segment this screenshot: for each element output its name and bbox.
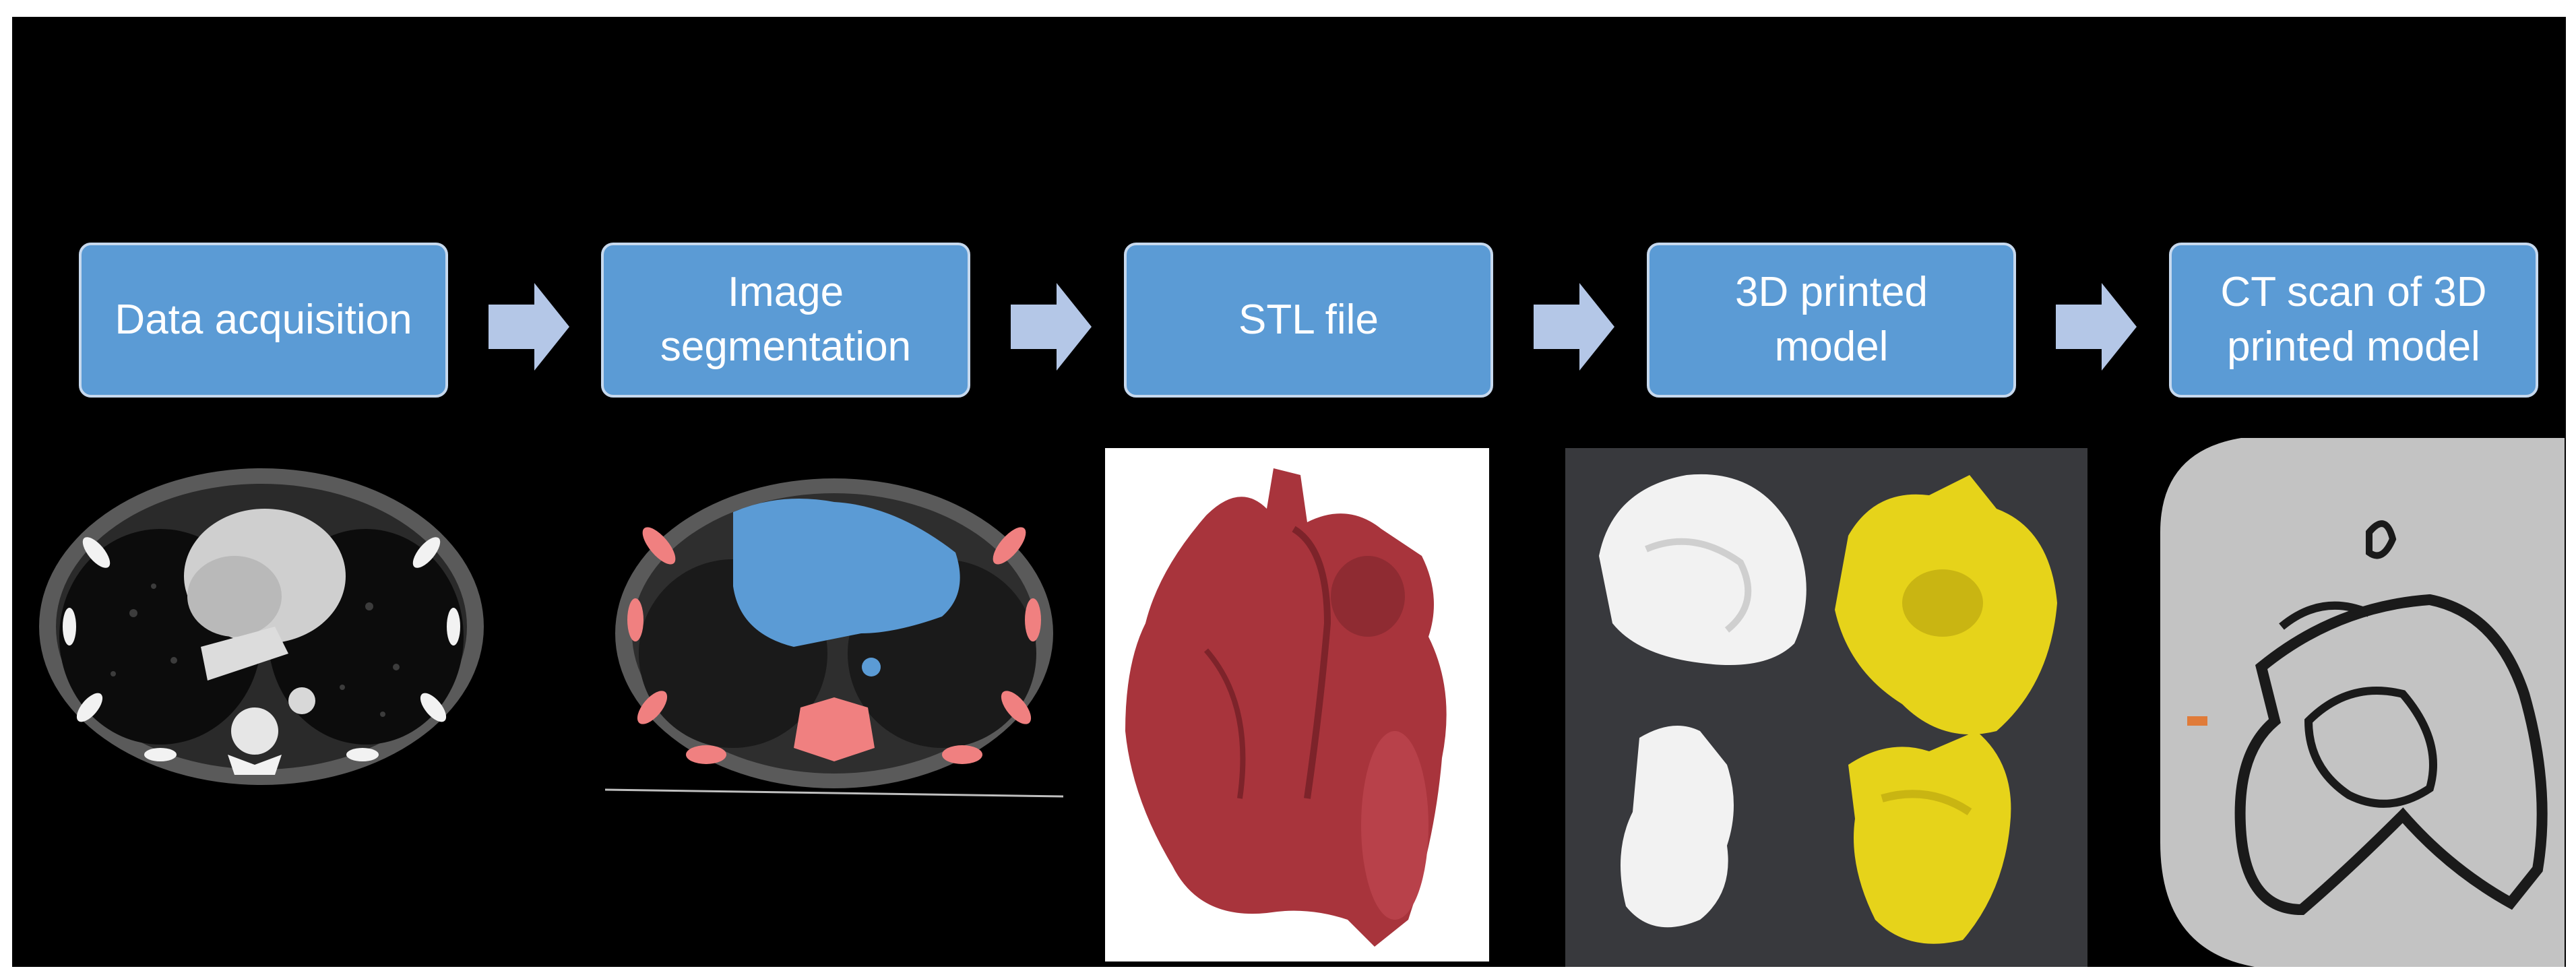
arrow-right-icon (2056, 283, 2137, 371)
stl-heart-render (1105, 448, 1489, 962)
step-label: STL file (1238, 296, 1379, 343)
segmented-ct-image (605, 465, 1063, 815)
step-label: CT scan of 3D printed model (2220, 269, 2487, 370)
3d-printed-heart-photo (1565, 448, 2087, 967)
workflow-diagram: Data acquisition Image segmentation STL … (12, 17, 2566, 967)
step-label: Data acquisition (115, 296, 412, 343)
step-ct-scan-of-printed-model: CT scan of 3D printed model (2169, 243, 2538, 398)
arrow-right-icon (1011, 283, 1092, 371)
step-3d-printed-model: 3D printed model (1647, 243, 2016, 398)
arrow-right-icon (489, 283, 569, 371)
ct-scan-of-printed-model-image (2147, 438, 2565, 967)
step-data-acquisition: Data acquisition (79, 243, 448, 398)
arrow-right-icon (1534, 283, 1614, 371)
axial-ct-chest-image (32, 458, 491, 795)
step-image-segmentation: Image segmentation (601, 243, 970, 398)
step-label: 3D printed model (1734, 269, 1928, 370)
step-stl-file: STL file (1124, 243, 1493, 398)
step-label: Image segmentation (660, 269, 912, 370)
